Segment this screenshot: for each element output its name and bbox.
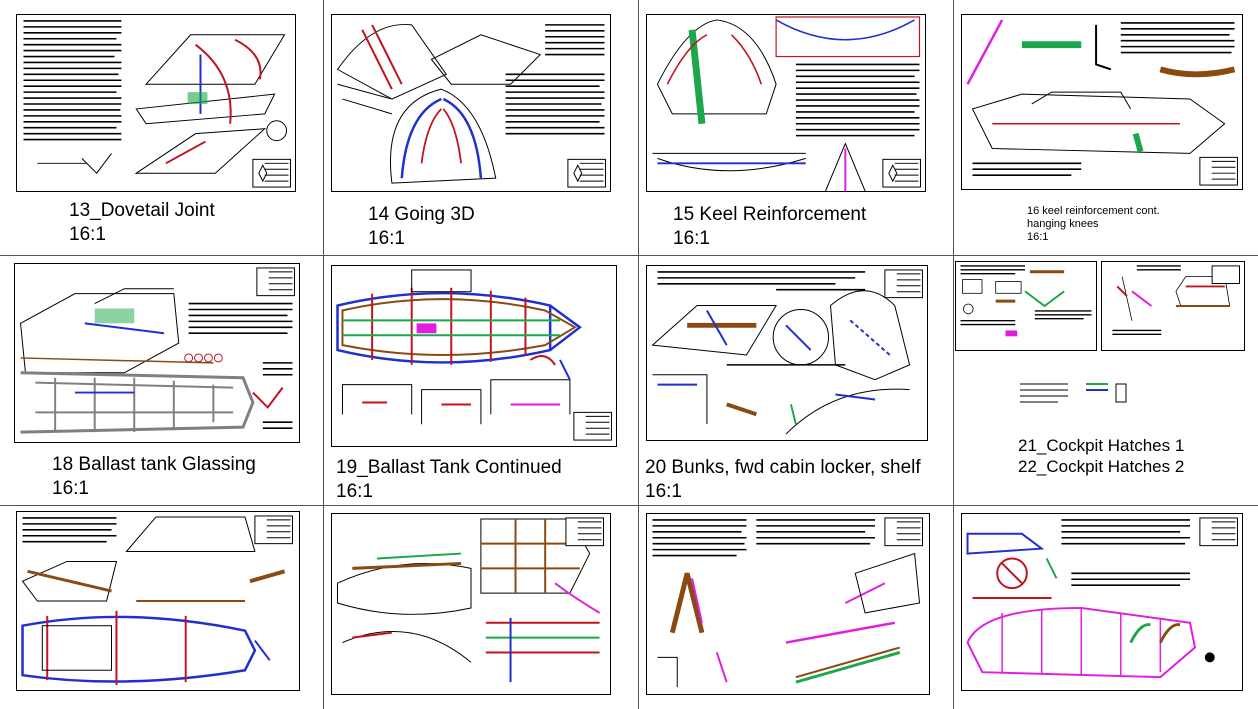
- caption-18-scale: 16:1: [52, 478, 89, 499]
- caption-14-title: 14 Going 3D: [368, 204, 475, 225]
- grid-divider: [0, 255, 1258, 256]
- caption-18: 18 Ballast tank Glassing 16:1: [52, 453, 256, 501]
- caption-13-title: 13_Dovetail Joint: [69, 200, 215, 221]
- drawing-18: [20, 267, 295, 434]
- drawing-14: [336, 23, 606, 188]
- drawing-sheet-14[interactable]: [331, 14, 611, 192]
- caption-16-scale: 16:1: [1027, 231, 1049, 243]
- caption-14-scale: 16:1: [368, 228, 405, 249]
- drawing-20: [651, 269, 923, 435]
- caption-20-title: 20 Bunks, fwd cabin locker, shelf: [645, 457, 921, 478]
- drawing-sheet-16[interactable]: [961, 14, 1243, 190]
- grid-divider: [953, 0, 954, 709]
- caption-16-line2: hanging knees: [1027, 218, 1099, 230]
- caption-21-line1: 21_Cockpit Hatches 1: [1018, 436, 1185, 455]
- caption-20-scale: 16:1: [645, 481, 682, 502]
- drawing-sheet-13[interactable]: [16, 14, 296, 192]
- caption-18-title: 18 Ballast tank Glassing: [52, 454, 256, 475]
- caption-15: 15 Keel Reinforcement 16:1: [673, 203, 866, 251]
- grid-divider: [323, 0, 324, 709]
- caption-20: 20 Bunks, fwd cabin locker, shelf 16:1: [645, 456, 921, 504]
- drawing-sheet-row3-c[interactable]: [646, 513, 930, 695]
- caption-21: 21_Cockpit Hatches 1 22_Cockpit Hatches 2: [1018, 435, 1184, 477]
- grid-divider: [0, 505, 1258, 506]
- caption-19-scale: 16:1: [336, 481, 373, 502]
- caption-13-scale: 16:1: [69, 224, 106, 245]
- caption-21-line2: 22_Cockpit Hatches 2: [1018, 457, 1185, 476]
- caption-15-scale: 16:1: [673, 228, 710, 249]
- drawing-21: [960, 265, 1092, 337]
- caption-16-line1: 16 keel reinforcement cont.: [1027, 205, 1160, 217]
- drawing-row3-a: [21, 515, 293, 686]
- drawing-15: [652, 16, 921, 191]
- drawing-19: [336, 269, 612, 441]
- caption-19: 19_Ballast Tank Continued 16:1: [336, 456, 562, 504]
- drawing-row3-d: [966, 517, 1238, 679]
- drawing-sheet-20[interactable]: [646, 265, 928, 441]
- hatch-thumbnail: [1018, 378, 1128, 412]
- drawing-16: [966, 19, 1238, 186]
- drawing-sheet-row3-b[interactable]: [331, 513, 611, 695]
- drawing-sheet-15[interactable]: [646, 14, 926, 192]
- drawing-22: [1112, 265, 1240, 336]
- drawing-row3-c: [652, 517, 924, 688]
- caption-14: 14 Going 3D 16:1: [368, 203, 475, 251]
- drawing-sheet-18[interactable]: [14, 263, 300, 443]
- drawing-row3-b: [336, 517, 605, 683]
- drawing-sheet-row3-a[interactable]: [16, 511, 300, 691]
- drawing-sheet-row3-d[interactable]: [961, 513, 1243, 691]
- drawing-sheet-22[interactable]: [1101, 261, 1245, 351]
- caption-15-title: 15 Keel Reinforcement: [673, 204, 867, 225]
- drawing-13: [23, 20, 291, 188]
- caption-13: 13_Dovetail Joint 16:1: [69, 199, 215, 247]
- drawing-sheet-21[interactable]: [955, 261, 1097, 351]
- caption-19-title: 19_Ballast Tank Continued: [336, 457, 562, 478]
- caption-16: 16 keel reinforcement cont.hanging knees…: [1027, 205, 1160, 244]
- drawing-sheet-19[interactable]: [331, 265, 617, 447]
- grid-divider: [638, 0, 639, 709]
